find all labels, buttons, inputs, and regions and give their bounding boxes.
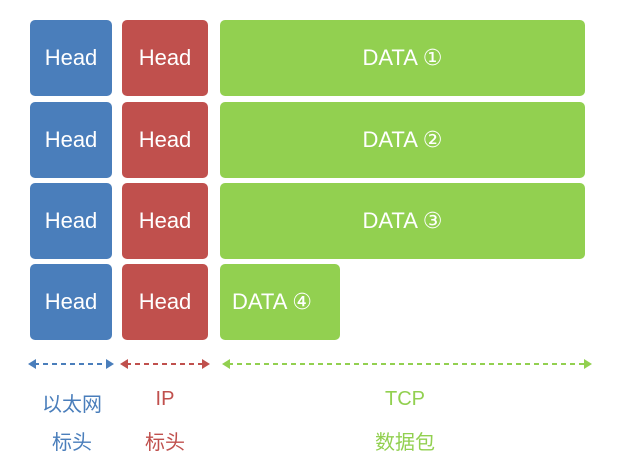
- ethernet-head-label: Head: [44, 289, 98, 314]
- ethernet-head-block-2: Head: [30, 102, 112, 178]
- ip-head-block-4: Head: [122, 264, 208, 340]
- tcp-data-block-1: DATA ①: [220, 20, 585, 96]
- ip-head-label: Head: [138, 127, 192, 152]
- tcp-data-block-3: DATA ③: [220, 183, 585, 259]
- tcp-data-label: DATA ④: [232, 289, 313, 314]
- tcp-data-label: DATA ②: [362, 127, 443, 152]
- tcp-data-block-4: DATA ④: [220, 264, 340, 340]
- tcp-span-arrow: [222, 359, 592, 369]
- ethernet-head-block-4: Head: [30, 264, 112, 340]
- ip-head-block-3: Head: [122, 183, 208, 259]
- ethernet-head-block-1: Head: [30, 20, 112, 96]
- ethernet-label-line-2: 标头: [52, 432, 92, 454]
- tcp-label-line-1: TCP: [385, 388, 425, 410]
- ip-span-arrow: [120, 359, 210, 369]
- ethernet-span-arrow: [28, 359, 114, 369]
- ip-head-label: Head: [138, 208, 192, 233]
- tcp-label-line-2: 数据包: [375, 432, 435, 454]
- ethernet-head-label: Head: [44, 127, 98, 152]
- ip-label-line-1: IP: [155, 388, 175, 410]
- ip-head-label: Head: [138, 45, 192, 70]
- ip-head-label: Head: [138, 289, 192, 314]
- ethernet-head-block-3: Head: [30, 183, 112, 259]
- ethernet-label-line-1: 以太网: [42, 394, 102, 416]
- ip-head-block-2: Head: [122, 102, 208, 178]
- tcp-data-label: DATA ③: [362, 208, 443, 233]
- ethernet-head-label: Head: [44, 45, 98, 70]
- ip-label-line-2: 标头: [145, 432, 185, 454]
- tcp-data-block-2: DATA ②: [220, 102, 585, 178]
- ip-head-block-1: Head: [122, 20, 208, 96]
- ethernet-head-label: Head: [44, 208, 98, 233]
- tcp-data-label: DATA ①: [362, 45, 443, 70]
